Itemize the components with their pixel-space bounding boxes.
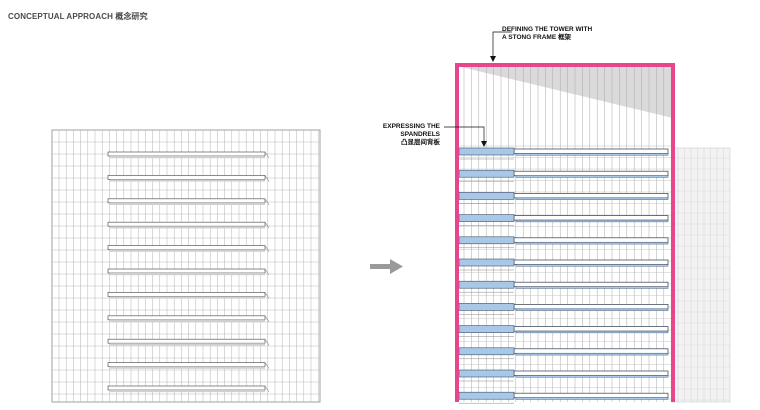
slab-spandrel-strip [515,375,669,378]
slab-spandrel-strip [515,330,669,334]
slab-edge [264,268,270,276]
slab-spandrel-strip [515,308,669,311]
crown-shading [457,66,673,118]
floor-slab [513,148,669,154]
slab-edge [264,245,270,252]
slab-edge [264,175,270,182]
tower-body [457,66,673,402]
slab-spandrel-strip [515,397,669,400]
floor-slab [107,245,266,250]
floor-slab [513,370,669,376]
slab-edge [264,315,270,322]
slab-spandrel-strip [515,219,669,223]
spandrel-panel [458,280,515,289]
slab-shadow [110,319,265,322]
floor-slab [107,362,266,367]
slab-edge [264,151,270,159]
floor-slab [513,326,669,332]
slab-shadow [110,273,265,276]
spandrel-panel [458,347,515,356]
slab-spandrel-strip [515,242,669,245]
spandrel-panel [458,192,515,200]
frame-annotation: DEFINING THE TOWER WITH A STONG FRAME 框架 [502,26,592,42]
slab-shadow [110,343,265,346]
spandrel-annotation-line-1: EXPRESSING THE [382,123,440,130]
slab-edge [264,222,270,229]
slab-spandrel-strip [515,197,669,200]
adjacent-tower-ghost [671,147,731,403]
slab-shadow [110,296,265,299]
slab-spandrel-strip [515,153,669,156]
spandrel-annotation: EXPRESSING THE SPANDRELS 凸显层间背板 [360,123,440,147]
floor-slab [107,338,266,344]
slab-shadow [110,249,265,252]
floor-slab [107,151,266,157]
spandrel-annotation-line-3: 凸显层间背板 [401,139,440,146]
floor-slab [107,221,266,227]
spandrel-leader-line [444,126,487,147]
spandrel-panel [458,303,515,311]
floor-slab [513,348,669,354]
floor-slab [107,385,266,391]
slab-spandrel-strip [515,286,669,289]
slab-shadow [110,390,265,393]
slab-spandrel-strip [515,353,669,356]
slab-spandrel-strip [515,175,669,178]
spandrel-panel [458,325,515,333]
left-tower-outline [51,129,321,403]
right-tower-vertical-mullions [463,66,672,402]
spandrel-annotation-line-2: SPANDRELS [400,131,440,138]
spandrel-panel [458,369,515,378]
frame-annotation-line-1: DEFINING THE TOWER WITH [502,26,593,33]
slab-edge [264,339,270,346]
floor-slab [513,193,669,199]
spandrel-panels [458,147,515,400]
floor-slab [107,175,266,180]
floor-slab [513,392,669,399]
frame-leader-line [490,31,512,62]
slab-shadow [110,179,265,182]
slab-edge [264,362,270,369]
frame-annotation-line-2: A STONG FRAME 框架 [502,34,571,41]
page-title: CONCEPTUAL APPROACH 概念研究 [8,12,148,21]
floor-slab [513,281,669,288]
slab-spandrel-strip [515,264,669,267]
spandrel-panel [458,236,515,245]
spandrel-panel [458,147,515,156]
slab-shadow [110,226,265,229]
right-arrow-icon [370,259,403,274]
spandrel-panel [458,214,515,222]
slab-edge [264,385,270,393]
floor-slab [107,198,266,204]
floor-slab [513,304,669,310]
slab-edge [264,292,270,299]
floor-slab [513,170,669,177]
floor-slab [513,237,669,243]
slab-shadow [110,156,265,159]
spandrel-panel [458,258,515,267]
floor-slab [107,315,266,321]
floor-slab [107,292,266,297]
left-tower-elevation [51,129,321,403]
tower-frame [455,63,675,402]
slab-edge [264,198,270,205]
left-tower-floor-slabs [107,151,270,393]
floor-slab [107,268,266,274]
slab-shadow [110,366,265,369]
spandrel-panel [458,391,515,400]
floor-slab [513,215,669,221]
spandrel-panel [458,169,515,178]
right-tower-elevation [455,63,731,404]
slab-shadow [110,202,265,205]
floor-slab [513,259,669,265]
